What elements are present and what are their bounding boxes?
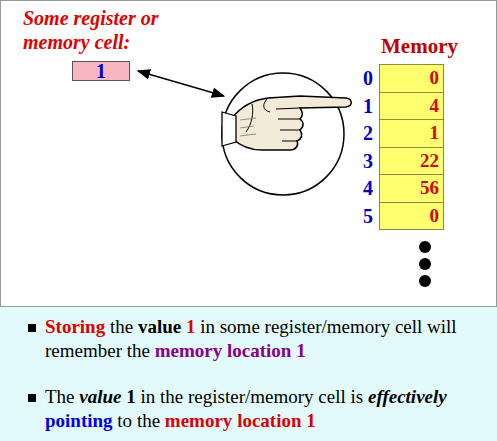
double-arrow — [138, 71, 224, 96]
memory-cell: 0 — [379, 202, 444, 231]
cell-value: 0 — [380, 203, 439, 230]
word: cell — [395, 316, 422, 337]
word: location — [237, 410, 301, 431]
word: to — [117, 410, 132, 431]
bullet-text: The value 1 in the register/memory cell … — [45, 385, 485, 433]
word: memory — [165, 410, 233, 431]
address-number: 4 — [360, 176, 376, 200]
cell-value: 56 — [380, 175, 439, 202]
word: the — [137, 410, 160, 431]
memory-cell: 1 — [379, 119, 444, 148]
address-number: 0 — [360, 66, 376, 90]
word: the — [127, 340, 150, 361]
note-panel: Storing the value 1 in some register/mem… — [0, 306, 497, 441]
word: The — [45, 386, 75, 407]
memory-cell: 0 — [379, 64, 444, 93]
continuation-dots — [419, 241, 431, 287]
word: 1 — [306, 410, 316, 431]
word: register/memory — [188, 386, 314, 407]
word: location — [227, 340, 291, 361]
pointing-hand — [222, 73, 351, 195]
register-heading: Some register or memory cell: — [23, 6, 223, 54]
cell-value: 4 — [380, 93, 439, 120]
memory-cell: 22 — [379, 147, 444, 176]
word: the — [110, 316, 133, 337]
address-number: 1 — [360, 94, 376, 118]
bullet-mark — [28, 394, 36, 402]
memory-cell: 4 — [379, 92, 444, 121]
word: Storing — [45, 316, 105, 337]
register-value: 1 — [73, 62, 129, 80]
register-cell: Some register or memory cell:1 — [72, 61, 130, 81]
word: will — [427, 316, 457, 337]
bullet-text: Storing the value 1 in some register/mem… — [45, 315, 485, 363]
word: value — [138, 316, 181, 337]
address-number: 2 — [360, 121, 376, 145]
address-number: 5 — [360, 204, 376, 228]
bullet-mark — [28, 324, 36, 332]
word: 1 — [296, 340, 306, 361]
word: the — [160, 386, 183, 407]
word: register/memory — [265, 316, 391, 337]
word: value — [79, 386, 121, 407]
memory-heading: Memory — [381, 34, 458, 58]
word: 1 — [126, 386, 136, 407]
word: in — [200, 316, 215, 337]
address-number: 3 — [360, 149, 376, 173]
word: memory — [155, 340, 223, 361]
word: pointing — [45, 410, 113, 431]
word: some — [220, 316, 260, 337]
word: 1 — [186, 316, 196, 337]
memory-cell: 56 — [379, 174, 444, 203]
word: remember — [45, 340, 122, 361]
cell-value: 1 — [380, 120, 439, 147]
word: effectively — [368, 386, 447, 407]
word: cell — [318, 386, 345, 407]
word: is — [351, 386, 364, 407]
word: in — [141, 386, 156, 407]
cell-value: 22 — [380, 148, 439, 175]
cell-value: 0 — [380, 65, 439, 92]
